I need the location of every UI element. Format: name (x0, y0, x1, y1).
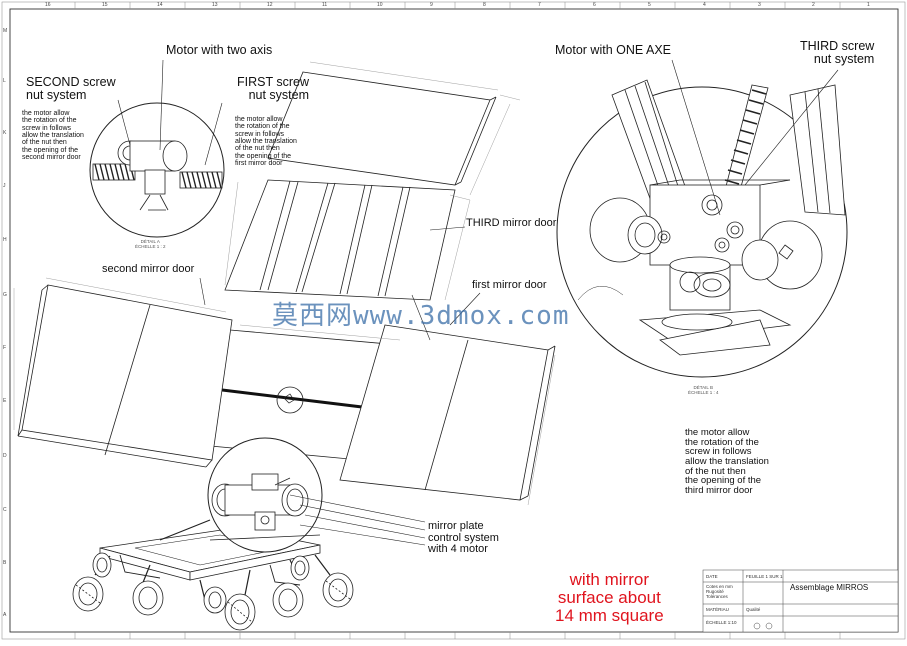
second-screw-desc: the motor allow the rotation of the scre… (22, 110, 84, 162)
second-mirror-door (17, 284, 233, 468)
wheel (290, 555, 310, 581)
ruler-col: 8 (483, 2, 486, 8)
title-block-material: MATÉRIAU (706, 607, 729, 612)
inner-border (9, 8, 899, 633)
wheel (322, 572, 354, 608)
ruler-row: J (3, 183, 6, 189)
ruler-col: 4 (703, 2, 706, 8)
ruler-row: C (3, 507, 7, 513)
title-block-scale: ÉCHELLE 1:10 (706, 620, 737, 625)
ruler-row: H (3, 237, 7, 243)
ruler-row: K (3, 130, 7, 136)
ruler-col: 7 (538, 2, 541, 8)
ruler-col: 13 (212, 2, 218, 8)
detail-b-label: DÉTAIL B ÉCHELLE 1 : 4 (688, 385, 719, 395)
title-block-title: Assemblage MIRROS (790, 583, 869, 592)
motor-two-axis-label: Motor with two axis (166, 43, 273, 57)
wheel (72, 576, 104, 612)
third-mirror-door-top (267, 71, 497, 186)
ruler-row: F (3, 345, 7, 351)
detail-markers (577, 286, 624, 301)
third-mirror-door-label: THIRD mirror door (466, 217, 557, 229)
ruler-col: 9 (430, 2, 433, 8)
first-screw-title: FIRST screw nut system (237, 75, 309, 103)
detail-b-leaders (671, 59, 839, 216)
detail-a-circle (89, 102, 225, 238)
first-mirror-door (339, 324, 556, 501)
wheels (72, 552, 354, 631)
ruler-col: 14 (157, 2, 163, 8)
ruler-row: G (3, 292, 7, 298)
ruler-col: 5 (648, 2, 651, 8)
wheel (92, 552, 112, 578)
dimension-lines (13, 61, 556, 506)
detail-a-label: DÉTAIL A ÉCHELLE 1 : 2 (135, 239, 166, 249)
wheel (132, 580, 164, 616)
ruler-col: 16 (45, 2, 51, 8)
ruler-col: 2 (812, 2, 815, 8)
wheel (224, 593, 256, 631)
ruler-col: 6 (593, 2, 596, 8)
third-screw-title: THIRD screw nut system (800, 39, 875, 67)
ruler-row: L (3, 78, 6, 84)
ruler-col: 12 (267, 2, 273, 8)
ruler-row: B (3, 560, 7, 566)
ruler-row: E (3, 398, 7, 404)
wheel (203, 586, 227, 614)
mirror-plate-leaders (289, 494, 426, 546)
title-block-sheet: FEUILLE 1 SUR 1 (746, 574, 783, 579)
title-block (702, 569, 899, 633)
third-desc: the motor allow the rotation of the scre… (685, 427, 769, 497)
third-mirror-door-grooved (224, 179, 456, 301)
mirror-plate-detail-circle (207, 437, 323, 553)
mirror-surface-note: with mirror surface about 14 mm square (555, 570, 664, 625)
ruler-col: 10 (377, 2, 383, 8)
title-block-quality: Qualité (746, 607, 761, 612)
ruler-col: 1 (867, 2, 870, 8)
first-mirror-door-label: first mirror door (472, 279, 547, 291)
ruler-row: D (3, 453, 7, 459)
ruler-row: A (3, 612, 7, 618)
detail-a-leaders (117, 59, 223, 166)
title-block-date: DATE (706, 574, 718, 579)
watermark: 莫西网www.3dmox.com (272, 301, 570, 331)
detail-b-circle (556, 79, 848, 378)
motor-one-axe-label: Motor with ONE AXE (555, 43, 672, 57)
ruler-row: M (3, 28, 8, 34)
door-leaders (199, 226, 481, 341)
ruler-col: 3 (758, 2, 761, 8)
second-mirror-door-label: second mirror door (102, 263, 195, 275)
ruler-col: 11 (322, 2, 328, 8)
title-block-note: Cotes en mm Rugosité Tolérances (706, 584, 733, 599)
mirror-plate-label: mirror plate control system with 4 motor (428, 520, 499, 556)
ruler-ticks (74, 2, 841, 639)
first-screw-desc: the motor allow the rotation of the scre… (235, 116, 297, 168)
ruler-col: 15 (102, 2, 108, 8)
second-screw-title: SECOND screw nut system (26, 75, 116, 103)
wheel (272, 582, 304, 618)
